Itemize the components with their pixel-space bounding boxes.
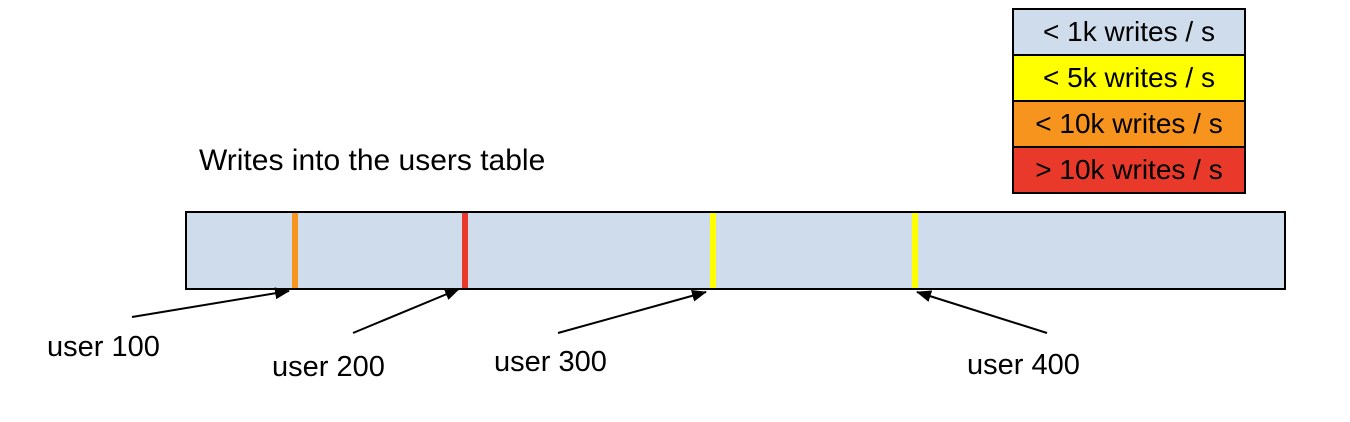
label-user-400: user 400 [967, 349, 1080, 381]
legend-row-lt-1k: < 1k writes / s [1012, 8, 1246, 56]
legend-label-gt-10k: > 10k writes / s [1035, 154, 1223, 185]
stripe-user-100 [292, 213, 298, 288]
diagram-title: Writes into the users table [199, 144, 546, 177]
legend-label-lt-5k: < 5k writes / s [1043, 62, 1215, 93]
legend-row-lt-10k: < 10k writes / s [1012, 100, 1246, 148]
legend-label-lt-1k: < 1k writes / s [1043, 16, 1215, 47]
arrow-user-300 [557, 289, 707, 334]
arrow-user-200 [352, 288, 460, 334]
arrow-user-400 [916, 290, 1048, 334]
legend-row-gt-10k: > 10k writes / s [1012, 146, 1246, 194]
stripe-user-300 [710, 213, 716, 288]
label-user-200: user 200 [272, 351, 385, 383]
legend-label-lt-10k: < 10k writes / s [1035, 108, 1223, 139]
label-user-300: user 300 [494, 346, 607, 378]
legend-row-lt-5k: < 5k writes / s [1012, 54, 1246, 102]
stripe-user-200 [462, 213, 468, 288]
arrow-user-100 [131, 287, 290, 318]
users-table-bar [185, 211, 1286, 290]
label-user-100: user 100 [47, 331, 160, 363]
stripe-user-400 [912, 213, 918, 288]
legend: < 1k writes / s < 5k writes / s < 10k wr… [1012, 8, 1246, 194]
